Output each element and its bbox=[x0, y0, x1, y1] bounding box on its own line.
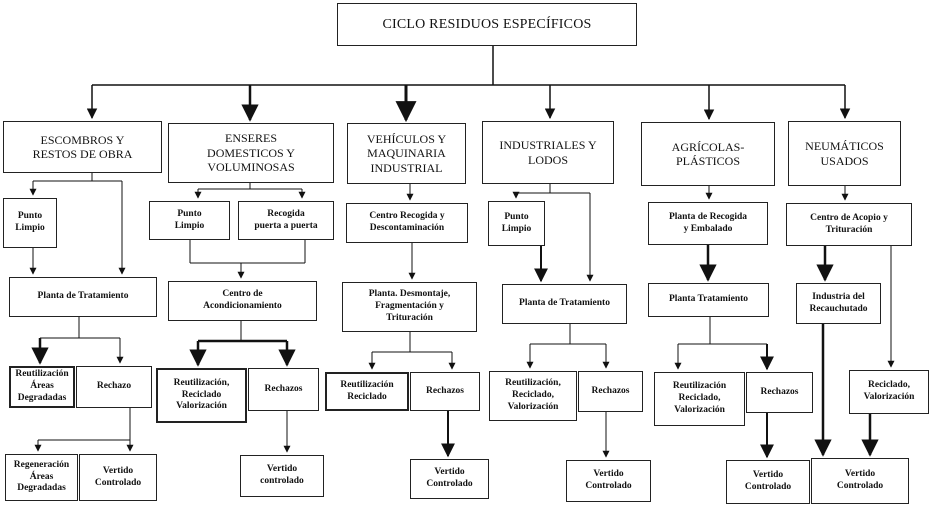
category-enseres: ENSERES DOMESTICOS Y VOLUMINOSAS bbox=[168, 123, 334, 183]
diagram-title: CICLO RESIDUOS ESPECÍFICOS bbox=[337, 3, 637, 46]
category-agricolas: AGRÍCOLAS- PLÁSTICOS bbox=[641, 122, 775, 186]
escombros-reutilizacion: Reutilización Áreas Degradadas bbox=[9, 366, 75, 408]
vehiculos-centro-recogida: Centro Recogida y Descontaminación bbox=[346, 203, 468, 243]
industriales-rechazos: Rechazos bbox=[578, 371, 643, 412]
escombros-regeneracion: Regeneración Áreas Degradadas bbox=[5, 454, 78, 501]
industriales-punto-limpio: Punto Limpio bbox=[488, 201, 545, 246]
industriales-reutilizacion: Reutilización, Reciclado, Valorización bbox=[489, 371, 577, 421]
enseres-recogida: Recogida puerta a puerta bbox=[238, 201, 334, 240]
enseres-centro: Centro de Acondicionamiento bbox=[168, 281, 317, 321]
category-vehiculos: VEHÍCULOS Y MAQUINARIA INDUSTRIAL bbox=[347, 123, 466, 184]
enseres-reutilizacion: Reutilización, Reciclado Valorización bbox=[156, 368, 247, 423]
vehiculos-planta-desmontaje: Planta. Desmontaje, Fragmentación y Trit… bbox=[342, 282, 477, 332]
category-escombros: ESCOMBROS Y RESTOS DE OBRA bbox=[3, 121, 162, 173]
category-industriales: INDUSTRIALES Y LODOS bbox=[482, 121, 614, 184]
category-neumaticos: NEUMÁTICOS USADOS bbox=[788, 121, 901, 186]
industriales-planta-tratamiento: Planta de Tratamiento bbox=[502, 284, 627, 324]
agricolas-reutilizacion: Reutilización Reciclado, Valorización bbox=[654, 372, 745, 426]
escombros-punto-limpio: Punto Limpio bbox=[3, 198, 57, 248]
agricolas-planta-recogida: Planta de Recogida y Embalado bbox=[648, 202, 768, 245]
enseres-rechazos: Rechazos bbox=[248, 368, 319, 411]
neumaticos-centro-acopio: Centro de Acopio y Trituración bbox=[786, 203, 912, 246]
industriales-vertido: Vertido Controlado bbox=[566, 460, 651, 502]
neumaticos-vertido: Vertido Controlado bbox=[811, 458, 909, 504]
agricolas-vertido: Vertido Controlado bbox=[726, 460, 810, 504]
enseres-vertido: Vertido controlado bbox=[240, 455, 324, 497]
neumaticos-reciclado: Reciclado, Valorización bbox=[849, 370, 929, 414]
agricolas-rechazos: Rechazos bbox=[746, 372, 813, 413]
escombros-rechazo: Rechazo bbox=[76, 366, 152, 408]
escombros-planta-tratamiento: Planta de Tratamiento bbox=[9, 277, 157, 317]
vehiculos-vertido: Vertido Controlado bbox=[410, 459, 489, 499]
escombros-vertido: Vertido Controlado bbox=[79, 454, 157, 501]
vehiculos-rechazos: Rechazos bbox=[410, 372, 480, 411]
vehiculos-reutilizacion: Reutilización Reciclado bbox=[325, 372, 409, 411]
agricolas-planta-tratamiento: Planta Tratamiento bbox=[648, 283, 769, 317]
enseres-punto-limpio: Punto Limpio bbox=[149, 201, 230, 240]
neumaticos-industria-recauchutado: Industria del Recauchutado bbox=[796, 283, 881, 324]
